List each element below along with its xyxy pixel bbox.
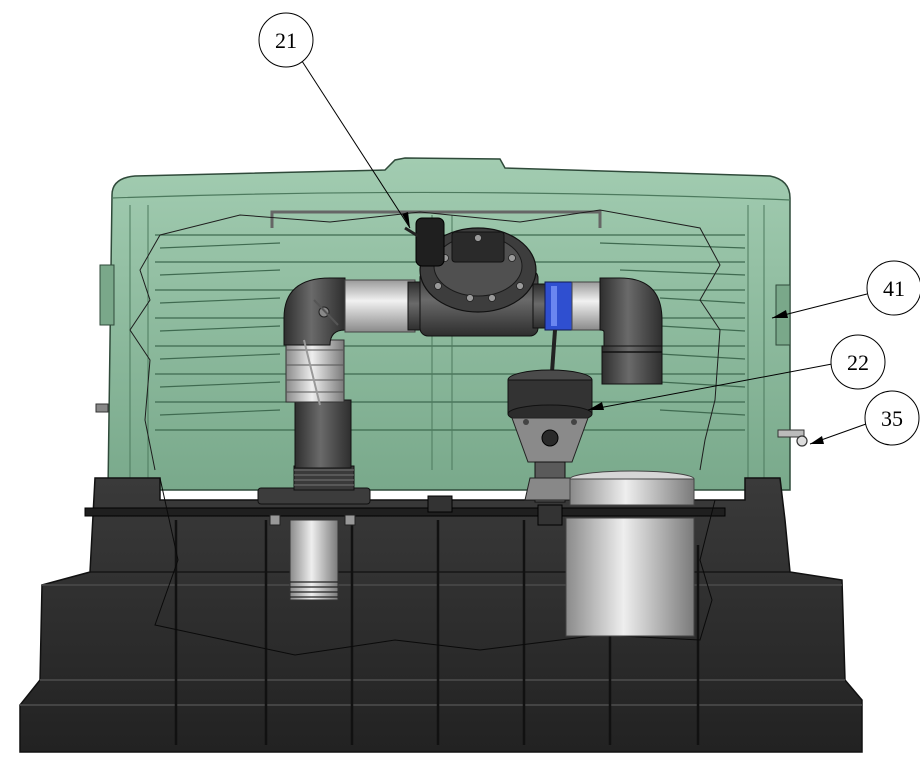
callout-41-label: 41 (883, 276, 905, 301)
callout-21: 21 (258, 12, 411, 229)
outlet-sleeve (565, 470, 695, 637)
mounting-clip (777, 429, 808, 447)
filter-assembly (507, 369, 593, 526)
callout-41: 41 (771, 260, 920, 319)
callout-21-label: 21 (275, 28, 297, 53)
callout-35: 35 (809, 390, 920, 446)
solenoid-valve (404, 217, 548, 337)
valve-box-base (19, 477, 863, 753)
callout-22-label: 22 (847, 350, 869, 375)
left-pipe (344, 279, 416, 333)
callout-22: 22 (587, 334, 886, 411)
outlet-elbow (599, 277, 663, 385)
inlet-riser (257, 277, 371, 601)
callout-35-label: 35 (881, 406, 903, 431)
